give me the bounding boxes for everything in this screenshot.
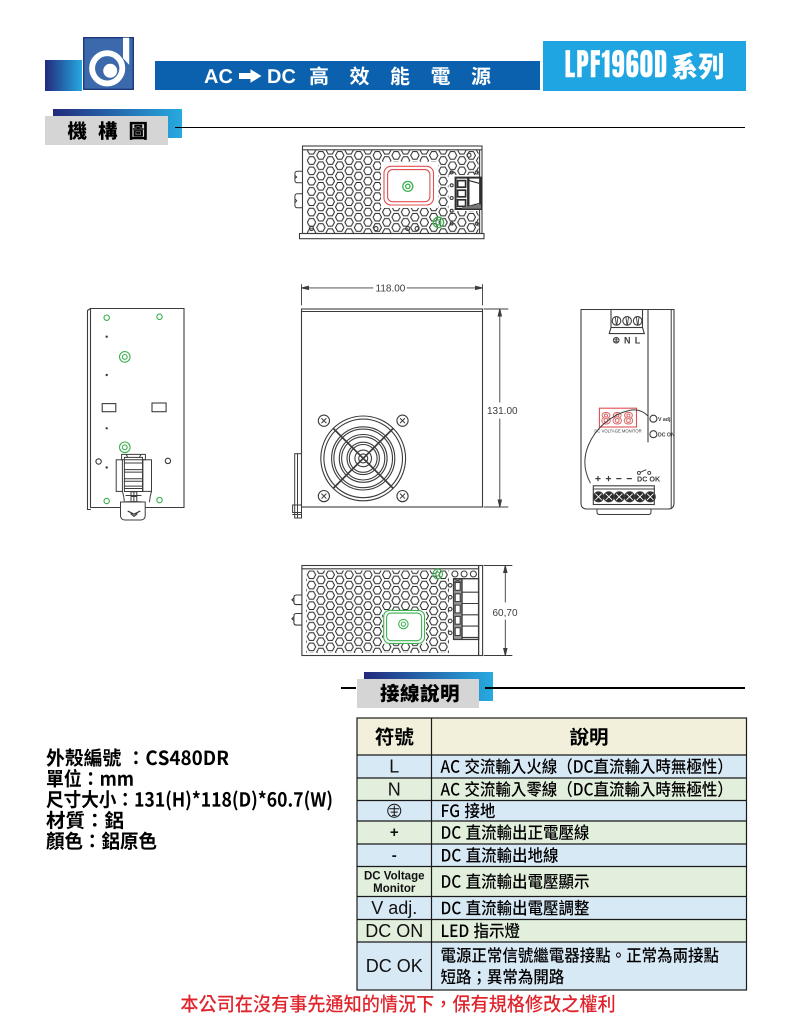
- svg-text:Monitor: Monitor: [373, 883, 416, 895]
- svg-text:DC ON: DC ON: [365, 921, 423, 941]
- svg-text:131.00: 131.00: [487, 406, 518, 417]
- svg-text:DC OK: DC OK: [637, 474, 661, 483]
- svg-text:N: N: [624, 335, 631, 345]
- svg-text:DC VOLTAGE MONITOR: DC VOLTAGE MONITOR: [594, 428, 641, 433]
- svg-text:888: 888: [601, 409, 635, 428]
- svg-text:+: +: [390, 824, 399, 841]
- svg-text:DC OK: DC OK: [366, 956, 423, 976]
- svg-text:V adj.: V adj.: [658, 417, 672, 423]
- svg-text:DC ON: DC ON: [658, 432, 675, 438]
- svg-text:DC Voltage: DC Voltage: [364, 871, 425, 883]
- svg-text:118.00: 118.00: [376, 283, 406, 294]
- svg-text:L: L: [389, 757, 399, 777]
- svg-text:N: N: [388, 780, 401, 800]
- svg-text:V adj.: V adj.: [371, 898, 417, 918]
- svg-text:L: L: [635, 335, 641, 345]
- svg-text:-: -: [392, 847, 397, 864]
- svg-text:60,70: 60,70: [493, 608, 518, 619]
